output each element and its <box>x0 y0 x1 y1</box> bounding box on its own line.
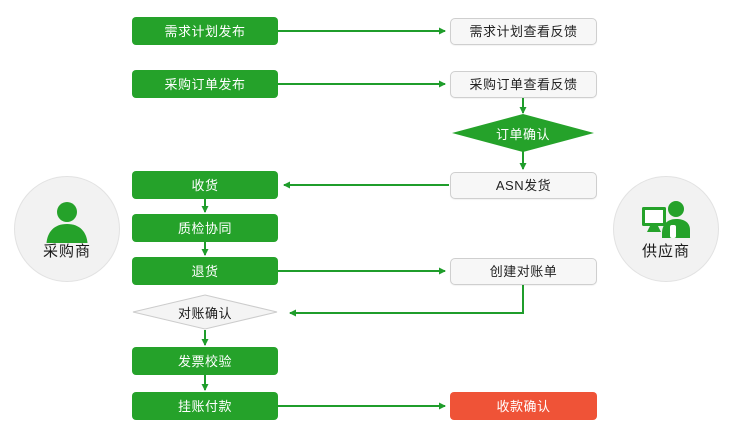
user-at-computer-icon <box>642 201 690 238</box>
edge-statement-to-confirm <box>289 284 524 317</box>
node-order-confirm-label: 订单确认 <box>495 126 550 142</box>
node-payable-payment[interactable]: 挂账付款 <box>132 392 278 420</box>
diamond-shape-green <box>452 114 594 152</box>
node-statement-confirm-label: 对账确认 <box>177 305 232 321</box>
node-quality-collab[interactable]: 质检协同 <box>132 214 278 242</box>
node-create-statement[interactable]: 创建对账单 <box>450 258 597 285</box>
node-order-confirm[interactable]: 订单确认 <box>452 114 594 152</box>
node-demand-plan-feedback[interactable]: 需求计划查看反馈 <box>450 18 597 45</box>
node-demand-plan-publish[interactable]: 需求计划发布 <box>132 17 278 45</box>
actor-supplier[interactable]: 供应商 <box>613 176 719 282</box>
node-invoice-check[interactable]: 发票校验 <box>132 347 278 375</box>
actor-buyer[interactable]: 采购商 <box>14 176 120 282</box>
node-po-feedback[interactable]: 采购订单查看反馈 <box>450 71 597 98</box>
node-receipt-confirm[interactable]: 收款确认 <box>450 392 597 420</box>
actor-supplier-label: 供应商 <box>641 243 690 260</box>
node-statement-confirm[interactable]: 对账确认 <box>132 294 278 330</box>
node-po-publish[interactable]: 采购订单发布 <box>132 70 278 98</box>
actor-buyer-label: 采购商 <box>42 243 91 260</box>
node-return-goods[interactable]: 退货 <box>132 257 278 285</box>
node-asn-shipment[interactable]: ASN发货 <box>450 172 597 199</box>
node-receive-goods[interactable]: 收货 <box>132 171 278 199</box>
diamond-shape-white <box>132 294 278 330</box>
user-icon <box>46 202 88 243</box>
